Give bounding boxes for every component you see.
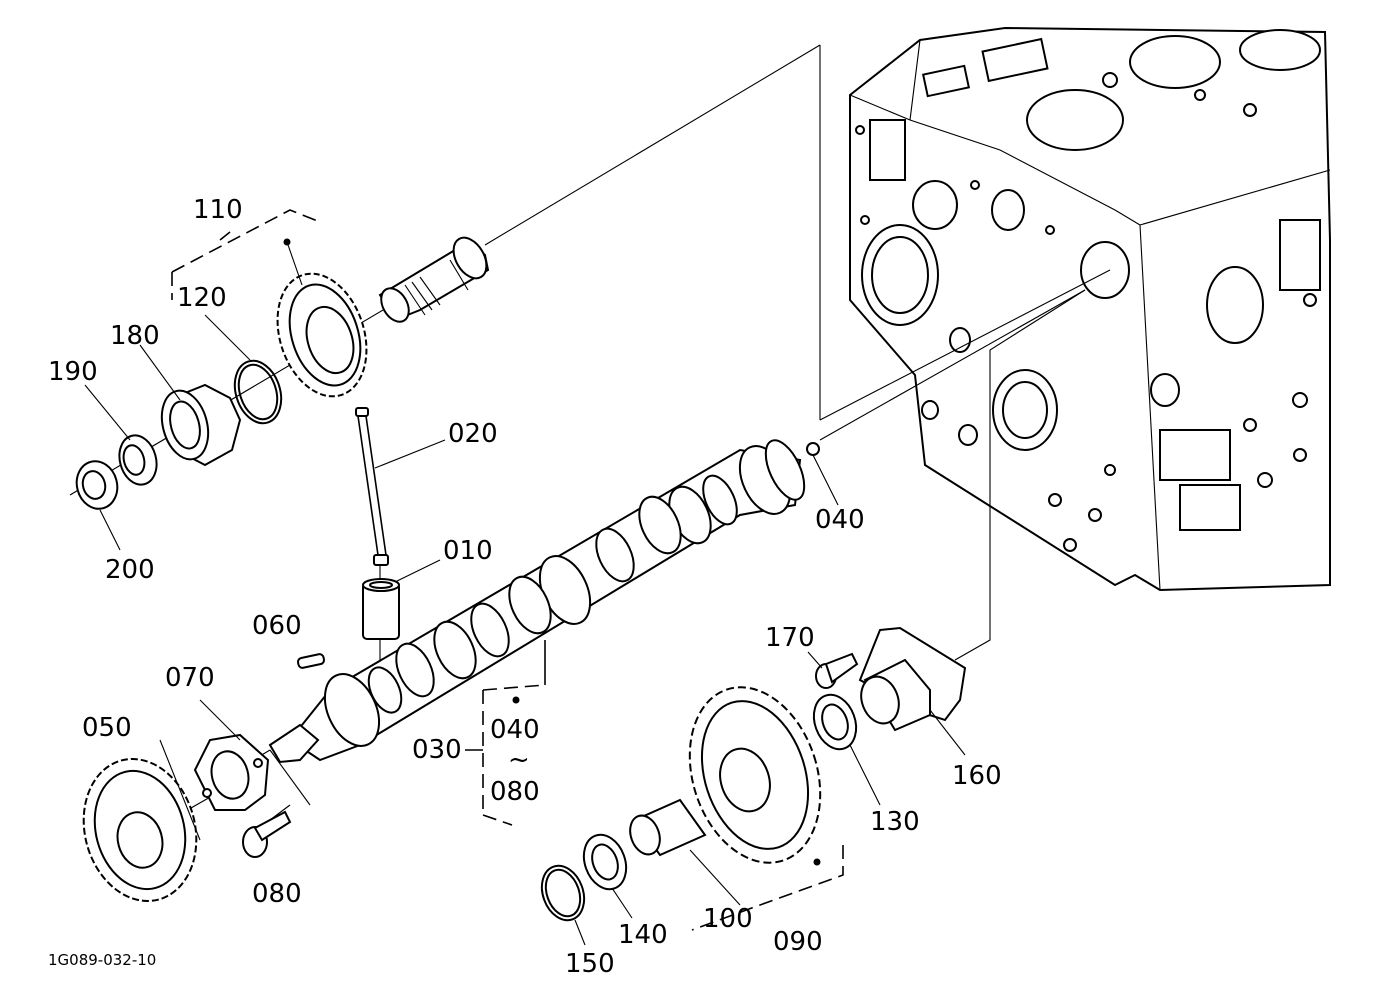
tappet — [362, 578, 400, 640]
label-040: 040 — [815, 505, 865, 535]
shaft-holder — [858, 626, 967, 756]
drawing-reference-code: 1G089-032-10 — [48, 951, 156, 969]
bolt — [242, 810, 292, 858]
label-140: 140 — [618, 920, 668, 950]
camshaft — [268, 439, 839, 826]
label-030: 030 — [412, 735, 462, 765]
thrust-collar — [582, 833, 633, 919]
label-150: 150 — [565, 949, 615, 979]
circlip — [540, 864, 586, 946]
label-070: 070 — [165, 663, 215, 693]
label-010: 010 — [443, 536, 493, 566]
idle-gear — [276, 238, 368, 398]
part-labels: 110 120 180 190 200 020 010 040 060 070 … — [48, 195, 1002, 979]
snap-ring — [233, 359, 283, 425]
push-rod — [355, 407, 389, 566]
bearing — [160, 383, 242, 467]
holder-bolt — [807, 651, 859, 689]
label-130: 130 — [870, 807, 920, 837]
cam-gear — [82, 739, 201, 902]
label-120: 120 — [177, 283, 227, 313]
idle-gear-assembly — [75, 209, 490, 510]
label-060: 060 — [252, 611, 302, 641]
thrust-plate — [193, 733, 270, 811]
label-190: 190 — [48, 357, 98, 387]
label-090: 090 — [773, 927, 823, 957]
label-160: 160 — [952, 761, 1002, 791]
label-080: 080 — [252, 879, 302, 909]
engine-block — [849, 26, 1331, 592]
label-110: 110 — [193, 195, 243, 225]
collar-nut — [75, 460, 119, 510]
idle-shaft — [378, 236, 490, 323]
label-180: 180 — [110, 321, 160, 351]
label-050: 050 — [82, 713, 132, 743]
label-range-symbol: ~ — [508, 745, 530, 775]
label-200: 200 — [105, 555, 155, 585]
label-080-range-end: 080 — [490, 777, 540, 807]
label-100: 100 — [703, 904, 753, 934]
lock-nut — [118, 434, 158, 486]
label-170: 170 — [765, 623, 815, 653]
label-020: 020 — [448, 419, 498, 449]
bushing — [629, 798, 741, 906]
fuel-cam-gear — [688, 686, 844, 931]
shim-collar — [812, 693, 881, 806]
label-leaders — [84, 314, 446, 741]
label-040-range-start: 040 — [490, 715, 540, 745]
